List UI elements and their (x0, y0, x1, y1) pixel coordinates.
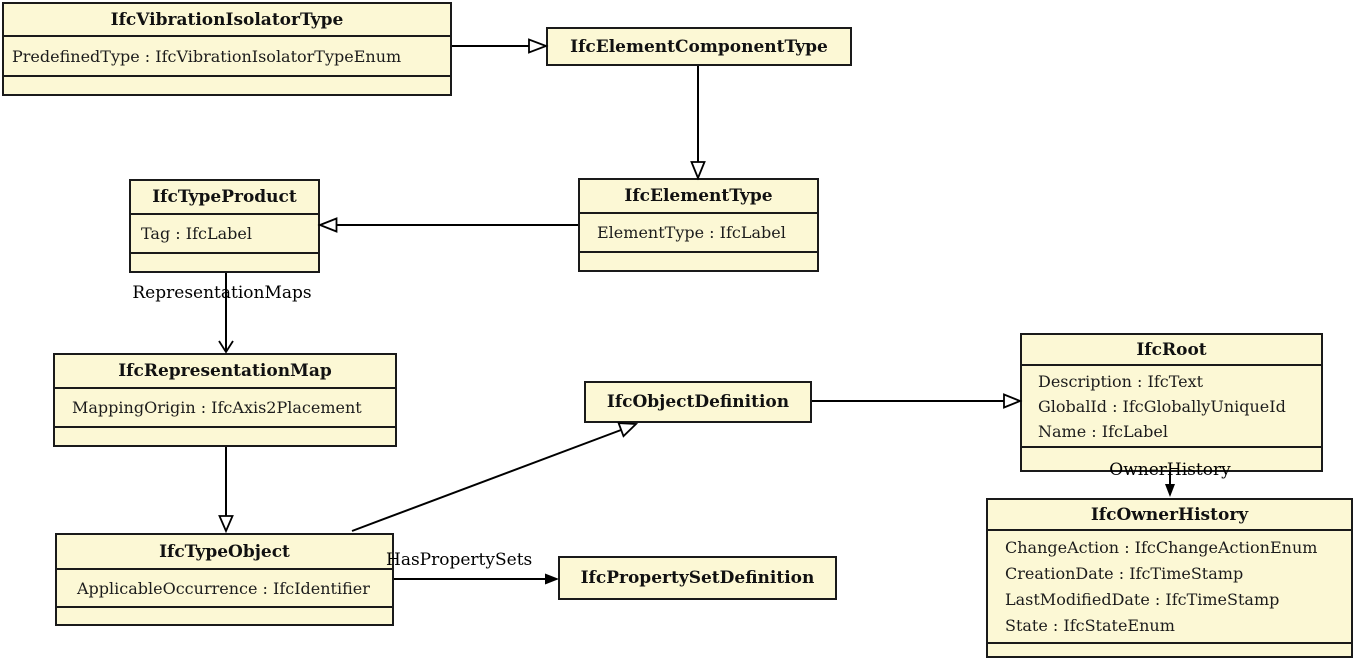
class-ifcroot: IfcRoot Description : IfcText GlobalId :… (1020, 333, 1323, 472)
attributes-compartment: PredefinedType : IfcVibrationIsolatorTyp… (4, 37, 450, 77)
class-title: IfcRoot (1022, 335, 1321, 366)
generalization-arrowhead-icon (317, 217, 338, 233)
class-attribute: ApplicableOccurrence : IfcIdentifier (77, 578, 370, 598)
class-attribute: Tag : IfcLabel (141, 224, 252, 243)
empty-compartment (57, 608, 392, 624)
class-attribute: Description : IfcText (1038, 371, 1204, 391)
class-ifctypeobject: IfcTypeObject ApplicableOccurrence : Ifc… (55, 533, 394, 626)
empty-compartment (4, 77, 450, 94)
generalization-arrowhead-icon (690, 161, 706, 181)
edge-label-representationmaps: RepresentationMaps (132, 283, 312, 303)
class-attribute: CreationDate : IfcTimeStamp (1005, 563, 1244, 583)
association-arrowhead-icon (1165, 484, 1175, 497)
class-ifcvibrationisolatortype: IfcVibrationIsolatorType PredefinedType … (2, 2, 452, 96)
generalization-arrowhead-icon (617, 422, 639, 438)
class-ifcobjectdefinition: IfcObjectDefinition (584, 381, 812, 423)
empty-compartment (55, 428, 395, 445)
edge-label-ownerhistory: OwnerHistory (1109, 460, 1231, 480)
class-ifcelementtype: IfcElementType ElementType : IfcLabel (578, 178, 819, 272)
generalization-arrowhead-icon (1003, 393, 1023, 409)
class-title: IfcOwnerHistory (988, 500, 1351, 531)
empty-compartment (131, 254, 318, 271)
class-title: IfcVibrationIsolatorType (4, 4, 450, 37)
attributes-compartment: Tag : IfcLabel (131, 215, 318, 254)
generalization-arrowhead-icon (528, 38, 549, 54)
attributes-compartment: Description : IfcText GlobalId : IfcGlob… (1022, 366, 1321, 448)
class-title: IfcElementType (580, 180, 817, 214)
class-attribute: ChangeAction : IfcChangeActionEnum (1005, 537, 1318, 557)
generalization-arrowhead-icon (218, 515, 234, 534)
attributes-compartment: ChangeAction : IfcChangeActionEnum Creat… (988, 531, 1351, 644)
attributes-compartment: ApplicableOccurrence : IfcIdentifier (57, 570, 392, 608)
class-attribute: MappingOrigin : IfcAxis2Placement (72, 398, 362, 417)
class-attribute: LastModifiedDate : IfcTimeStamp (1005, 589, 1280, 609)
class-title: IfcRepresentationMap (55, 355, 395, 389)
class-ifcownerhistory: IfcOwnerHistory ChangeAction : IfcChange… (986, 498, 1353, 658)
attributes-compartment: ElementType : IfcLabel (580, 214, 817, 253)
class-ifcpropertysetdefinition: IfcPropertySetDefinition (558, 556, 837, 600)
class-ifctypeproduct: IfcTypeProduct Tag : IfcLabel (129, 179, 320, 273)
class-title: IfcTypeObject (57, 535, 392, 570)
empty-compartment (988, 644, 1351, 656)
class-title: IfcTypeProduct (131, 181, 318, 215)
edge-label-haspropertysets: HasPropertySets (386, 550, 533, 570)
class-title: IfcObjectDefinition (606, 392, 790, 412)
class-attribute: GlobalId : IfcGloballyUniqueId (1038, 396, 1286, 416)
class-attribute: ElementType : IfcLabel (597, 223, 786, 242)
class-title: IfcPropertySetDefinition (580, 568, 815, 588)
empty-compartment (580, 253, 817, 270)
class-ifcelementcomponenttype: IfcElementComponentType (546, 27, 852, 66)
class-attribute: PredefinedType : IfcVibrationIsolatorTyp… (12, 46, 402, 66)
association-arrowhead-icon (218, 340, 234, 354)
class-attribute: Name : IfcLabel (1038, 421, 1168, 441)
class-title: IfcElementComponentType (570, 36, 828, 57)
attributes-compartment: MappingOrigin : IfcAxis2Placement (55, 389, 395, 428)
class-attribute: State : IfcStateEnum (1005, 615, 1175, 635)
class-ifcrepresentationmap: IfcRepresentationMap MappingOrigin : Ifc… (53, 353, 397, 447)
association-arrowhead-icon (545, 573, 559, 585)
